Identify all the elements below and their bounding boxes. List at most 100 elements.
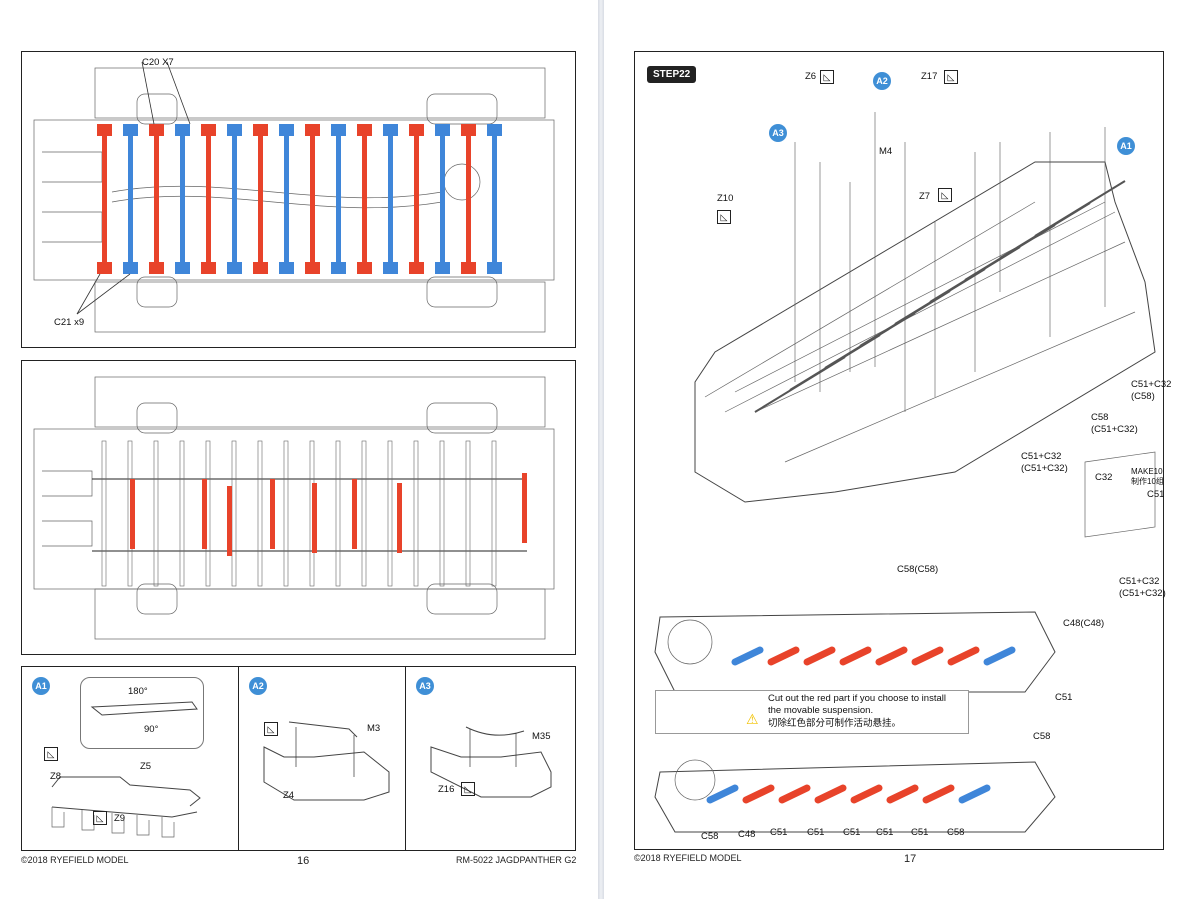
- detail-a3: A3 M35 Z16: [405, 666, 576, 851]
- bar-end-top: [331, 124, 346, 136]
- label-m4: M4: [879, 146, 893, 157]
- bar-end-top: [383, 124, 398, 136]
- cement-icon-z17: ◺: [944, 70, 958, 84]
- bottom-label-c51a: C51: [770, 827, 788, 838]
- a1-drawing: [51, 701, 201, 838]
- torsion-bar: [102, 127, 107, 272]
- label-c21: C21 x9: [54, 317, 85, 328]
- swing-arm-bottom: [814, 784, 847, 804]
- bar-end-bottom: [279, 262, 294, 274]
- swing-arm-top: [911, 646, 944, 666]
- a3-part-z16: Z16: [438, 784, 455, 795]
- cement-icon-a1a: ◺: [44, 747, 58, 761]
- chassis-top-drawing: [33, 61, 555, 333]
- bar-end-top: [227, 124, 242, 136]
- label-c51c32-d: (C51+C32): [1119, 588, 1166, 599]
- label-zhizuo: 制作10组: [1131, 477, 1164, 486]
- badge-a2: A2: [249, 677, 267, 695]
- bar-end-bottom: [331, 262, 346, 274]
- bar-end-bottom: [227, 262, 242, 274]
- torsion-bar-outline: [179, 440, 185, 587]
- footer-page-16: 16: [297, 855, 310, 867]
- torsion-bar: [258, 127, 263, 272]
- a2-part-m3: M3: [367, 723, 381, 734]
- bar-end-top: [201, 124, 216, 136]
- label-z10: Z10: [717, 193, 734, 204]
- label-c58-side: C58: [1033, 731, 1051, 742]
- step22-drawing: [654, 112, 1156, 833]
- hull-torsion-rod: [1034, 180, 1126, 237]
- label-c51-inset: C51: [1147, 489, 1165, 500]
- torsion-bar: [154, 127, 159, 272]
- swing-arm-bottom: [706, 784, 739, 804]
- bar-end-bottom: [175, 262, 190, 274]
- footer-page-17: 17: [904, 853, 917, 865]
- torsion-bar-outline: [413, 440, 419, 587]
- torsion-bar-outline: [153, 440, 159, 587]
- red-cut-mark: [270, 479, 275, 549]
- badge-a2-right: A2: [873, 72, 891, 90]
- warning-box: ⚠ Cut out the red part if you choose to …: [655, 690, 969, 734]
- bar-end-bottom: [123, 262, 138, 274]
- label-c51c32-c58-a: C51+C32: [1131, 379, 1172, 390]
- swing-arm-bottom: [922, 784, 955, 804]
- red-cut-mark: [312, 483, 317, 553]
- label-c20: C20 X7: [142, 57, 174, 68]
- swing-arm-top: [767, 646, 800, 666]
- bar-end-bottom: [253, 262, 268, 274]
- torsion-bar-outline: [361, 440, 367, 587]
- bar-end-top: [461, 124, 476, 136]
- bar-end-bottom: [409, 262, 424, 274]
- swing-arm-bottom: [778, 784, 811, 804]
- cement-icon-z7: ◺: [938, 188, 952, 202]
- torsion-bar-outline: [439, 440, 445, 587]
- footer-model: RM-5022 JAGDPANTHER G2: [456, 855, 577, 865]
- a1-angle-90: 90°: [144, 724, 159, 735]
- bar-end-bottom: [305, 262, 320, 274]
- badge-a3: A3: [416, 677, 434, 695]
- swing-arm-top: [839, 646, 872, 666]
- step22-frame: STEP22 Z6 A2 Z17 A3 M4 A1 Z10 Z7 C51+C32…: [634, 51, 1171, 850]
- bar-end-bottom: [357, 262, 372, 274]
- torsion-bar: [180, 127, 185, 272]
- bar-end-bottom: [149, 262, 164, 274]
- torsion-bar: [128, 127, 133, 272]
- label-z6: Z6: [805, 71, 817, 82]
- torsion-bar-outline: [491, 440, 497, 587]
- cement-icon-a2: ◺: [264, 722, 278, 736]
- bar-end-bottom: [461, 262, 476, 274]
- label-c58-a: C58: [1091, 412, 1109, 423]
- cement-icon-a1b: ◺: [93, 811, 107, 825]
- swing-arm-bottom: [958, 784, 991, 804]
- a1-part-z5: Z5: [140, 761, 152, 772]
- bar-end-top: [357, 124, 372, 136]
- bar-end-bottom: [383, 262, 398, 274]
- warning-line1: Cut out the red part if you choose to in…: [768, 693, 946, 704]
- torsion-bar: [466, 127, 471, 272]
- bar-end-top: [435, 124, 450, 136]
- bar-end-bottom: [201, 262, 216, 274]
- torsion-bar: [414, 127, 419, 272]
- torsion-bar: [362, 127, 367, 272]
- panel-middle-chassis: [21, 360, 576, 655]
- torsion-bar: [388, 127, 393, 272]
- bottom-label-c51d: C51: [876, 827, 894, 838]
- red-cut-mark: [227, 486, 232, 556]
- bottom-label-c51b: C51: [807, 827, 825, 838]
- red-cut-mark: [522, 473, 527, 543]
- a2-part-z4: Z4: [283, 790, 295, 801]
- a3-drawing: [430, 726, 552, 798]
- bottom-label-c51e: C51: [911, 827, 929, 838]
- cement-icon-z10: ◺: [717, 210, 731, 224]
- bar-end-top: [487, 124, 502, 136]
- label-c51c32-a: C51+C32: [1021, 451, 1062, 462]
- bar-end-top: [409, 124, 424, 136]
- badge-a1-right: A1: [1117, 137, 1135, 155]
- bar-end-top: [175, 124, 190, 136]
- panel-top-chassis: C20 X7 C21 x9: [21, 51, 576, 348]
- step-badge: STEP22: [647, 66, 697, 83]
- badge-a3-right: A3: [769, 124, 787, 142]
- swing-arm-top: [947, 646, 980, 666]
- bar-end-top: [305, 124, 320, 136]
- label-c51c32-c58-b: (C58): [1131, 391, 1155, 402]
